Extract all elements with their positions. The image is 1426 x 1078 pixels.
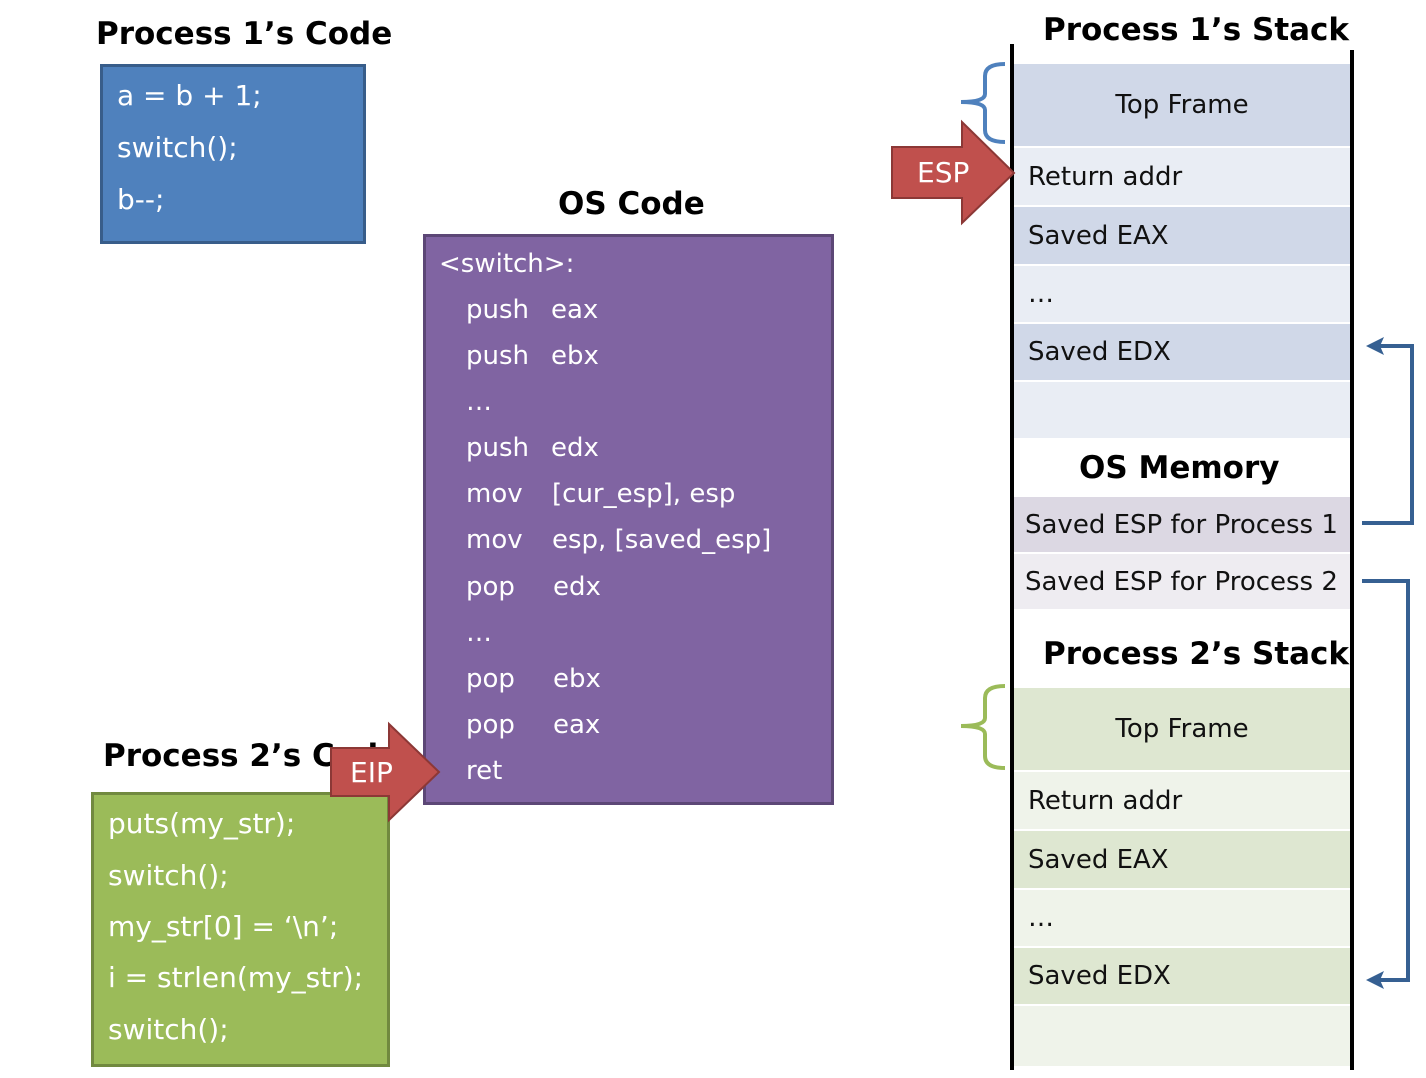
instr-arg: eax — [553, 710, 601, 740]
instr-op: pop — [466, 664, 515, 694]
stack-cell-label: … — [1028, 903, 1054, 933]
process2-top-frame: Top Frame — [1014, 688, 1350, 770]
switch-label: <switch>: — [439, 249, 575, 279]
instr-op: push — [466, 341, 530, 371]
top-frame-label: Top Frame — [1115, 90, 1249, 120]
instr-arg: edx — [551, 433, 599, 463]
instr-op: pop — [466, 710, 515, 740]
stack-cell-label: Saved EDX — [1028, 961, 1171, 991]
instr-op: pop — [466, 572, 515, 602]
stack-cell-label: Saved EAX — [1028, 220, 1169, 251]
process1-stack-cell: Saved EAX — [1014, 207, 1350, 264]
code-line: i = strlen(my_str); — [108, 961, 364, 994]
code-line: b--; — [117, 183, 165, 216]
esp2-connector-arrowhead-icon — [1366, 971, 1384, 989]
instr-arg: [cur_esp], esp — [552, 479, 736, 509]
instr-arg: ebx — [551, 341, 599, 371]
code-line: a = b + 1; — [117, 79, 262, 112]
instr-arg: ebx — [553, 664, 601, 694]
stack-cell-label: Saved EAX — [1028, 844, 1169, 875]
instr-op: mov — [466, 479, 523, 509]
process2-top-frame-brace-icon — [960, 684, 1006, 770]
esp2-connector-arrow — [1362, 579, 1410, 982]
instr-arg: esp, [saved_esp] — [552, 525, 772, 555]
eip-arrow-icon — [330, 721, 441, 823]
code-line: switch(); — [117, 131, 238, 164]
instr-arg: eax — [551, 295, 599, 325]
code-line: switch(); — [108, 859, 229, 892]
instr-op: ret — [466, 756, 503, 786]
esp-arrow-label: ESP — [917, 156, 970, 189]
instr-op: push — [466, 295, 530, 325]
process1-stack-cell: Return addr — [1014, 148, 1350, 205]
code-line: my_str[0] = ‘\n’; — [108, 910, 339, 943]
instr-op: mov — [466, 525, 523, 555]
os-memory-title: OS Memory — [1079, 450, 1280, 486]
process2-code-box: puts(my_str); switch(); my_str[0] = ‘\n’… — [91, 792, 390, 1067]
stack-cell-label: … — [1028, 279, 1054, 309]
process2-stack-cell — [1014, 1006, 1350, 1066]
esp-arrow-icon — [891, 119, 1016, 226]
process1-stack-cell: Saved EDX — [1014, 324, 1350, 380]
top-frame-label: Top Frame — [1115, 714, 1249, 744]
process1-code-box: a = b + 1; switch(); b--; — [100, 64, 366, 244]
os-code-box: <switch>: push eax push ebx … push edx m… — [423, 234, 834, 805]
process2-stack-title: Process 2’s Stack — [1043, 636, 1350, 672]
esp1-connector-arrow — [1362, 344, 1414, 525]
os-memory-label: Saved ESP for Process 2 — [1025, 566, 1338, 597]
instr-op: push — [466, 433, 530, 463]
stack-cell-label: Saved EDX — [1028, 337, 1171, 367]
code-line: switch(); — [108, 1013, 229, 1046]
process2-stack-cell: Saved EDX — [1014, 948, 1350, 1004]
instr-op: … — [466, 387, 492, 417]
stack-cell-label: Return addr — [1028, 785, 1183, 816]
process1-code-title: Process 1’s Code — [96, 16, 393, 52]
process1-top-frame-brace-icon — [960, 62, 1006, 144]
code-line: puts(my_str); — [108, 807, 296, 840]
process1-stack-title: Process 1’s Stack — [1043, 12, 1350, 48]
esp1-connector-arrowhead-icon — [1366, 337, 1384, 355]
stack-cell-label: Return addr — [1028, 161, 1183, 192]
process2-stack-cell: Saved EAX — [1014, 831, 1350, 888]
os-memory-cell: Saved ESP for Process 2 — [1014, 554, 1350, 609]
eip-arrow-label: EIP — [350, 756, 393, 789]
process2-stack-cell: Return addr — [1014, 772, 1350, 829]
process1-top-frame: Top Frame — [1014, 64, 1350, 146]
process1-stack-cell — [1014, 382, 1350, 438]
process1-stack-cell: … — [1014, 266, 1350, 322]
os-memory-label: Saved ESP for Process 1 — [1025, 509, 1338, 540]
os-memory-cell: Saved ESP for Process 1 — [1014, 497, 1350, 552]
os-code-title: OS Code — [558, 186, 705, 222]
instr-arg: edx — [553, 572, 601, 602]
instr-op: … — [466, 618, 492, 648]
process2-stack-cell: … — [1014, 890, 1350, 946]
